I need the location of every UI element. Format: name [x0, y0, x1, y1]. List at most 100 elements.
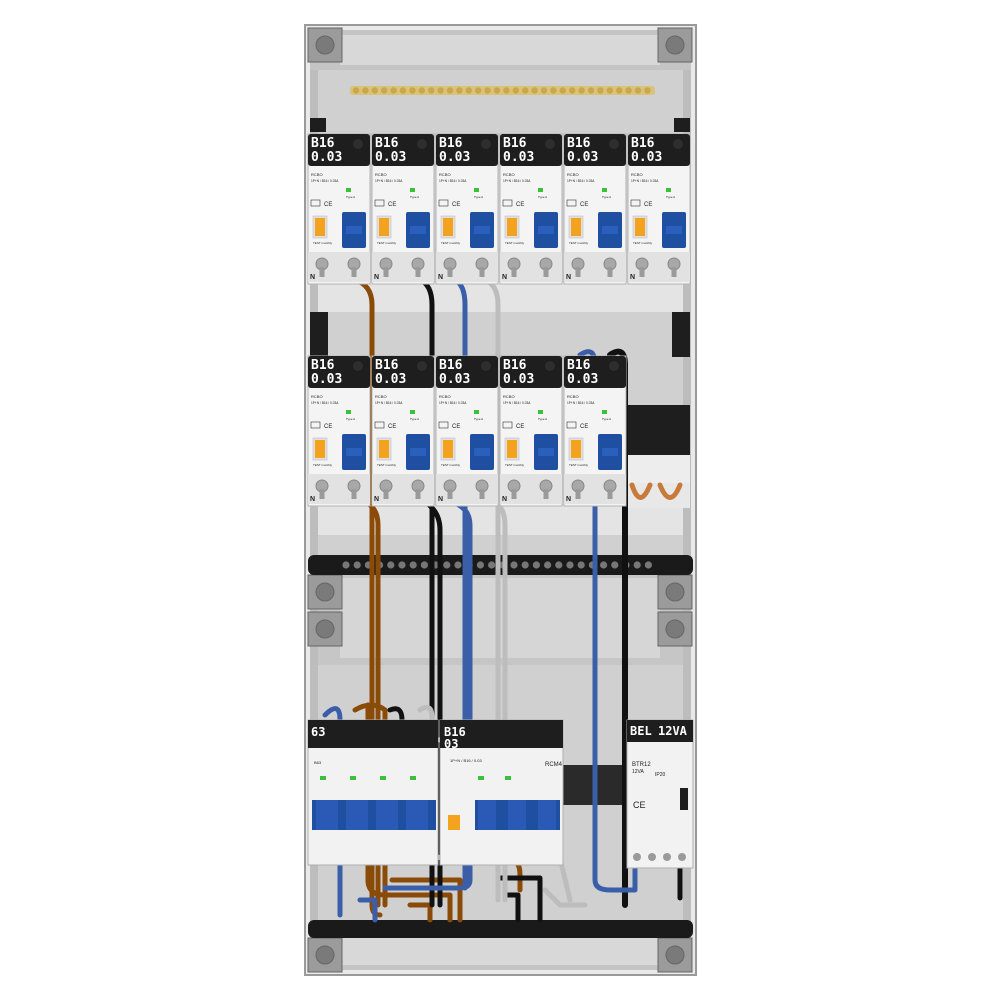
terminal-dot	[428, 87, 435, 94]
bell-indicator-icon	[680, 788, 688, 810]
terminal-dot	[476, 561, 484, 569]
rcbo-brand: TEST monthly	[505, 241, 524, 245]
neutral-terminal-label: N	[438, 274, 443, 281]
status-led-icon	[410, 188, 415, 192]
terminal-dot	[544, 561, 552, 569]
terminal-dot	[625, 87, 632, 94]
main-switch[interactable]: 63 B63	[307, 719, 439, 866]
terminal-dot	[510, 561, 518, 569]
rcbo-rating: B16	[439, 358, 463, 373]
earth-busbar	[350, 86, 655, 95]
ce-mark-icon: CE	[452, 202, 460, 208]
terminal-dot	[532, 561, 541, 569]
rcbo-model: RCBO	[439, 172, 451, 177]
rcbo-model: RCBO	[375, 394, 387, 399]
status-led-icon	[538, 410, 543, 414]
neutral-terminal-label: N	[374, 274, 379, 281]
terminal-dot	[503, 87, 510, 94]
terminal-dot	[578, 87, 585, 94]
rcbo-type: Type A	[602, 195, 611, 199]
terminal-dot	[606, 87, 613, 94]
cert-mark-icon	[566, 421, 577, 429]
rcm-sensitivity: 03	[444, 737, 458, 751]
terminal-dot	[446, 87, 454, 94]
rcbo-model: RCBO	[567, 172, 579, 177]
terminal-dot	[420, 561, 428, 569]
neutral-terminal-label: N	[566, 496, 571, 503]
test-button[interactable]	[443, 218, 453, 236]
status-led-icon	[602, 188, 607, 192]
test-button[interactable]	[315, 440, 325, 458]
rcbo-model: RCBO	[311, 394, 323, 399]
rcbo-spec: 1P+N / B16 / 0.03A	[631, 179, 659, 183]
terminal-dot	[521, 561, 529, 569]
bell-voltage: 12VA	[658, 724, 688, 738]
cert-mark-icon	[438, 199, 449, 207]
terminal-dot	[381, 87, 388, 94]
screw-icon	[657, 937, 693, 973]
terminal-dot	[409, 561, 417, 569]
test-button[interactable]	[315, 218, 325, 236]
rcbo-rating: B16	[439, 136, 463, 151]
mounting-screws	[307, 27, 693, 973]
test-button[interactable]	[507, 218, 517, 236]
terminal-dot	[398, 561, 406, 569]
rcbo-model: RCBO	[567, 394, 579, 399]
terminal-dot	[387, 561, 395, 569]
test-button[interactable]	[571, 440, 581, 458]
test-button[interactable]	[507, 440, 517, 458]
terminal-dot	[597, 87, 604, 94]
terminal-dot	[390, 87, 397, 94]
status-led-icon	[666, 188, 671, 192]
cert-mark-icon	[310, 199, 321, 207]
status-led-icon	[474, 188, 479, 192]
test-button[interactable]	[443, 440, 453, 458]
terminal-dot	[611, 561, 619, 569]
rcbo-type: Type A	[410, 417, 419, 421]
rcbo-rating: B16	[311, 358, 335, 373]
test-button[interactable]	[379, 218, 389, 236]
terminal-dot	[587, 87, 595, 94]
rcbo-type: Type A	[346, 195, 355, 199]
test-button[interactable]	[571, 218, 581, 236]
screw-icon	[307, 937, 343, 973]
cert-mark-icon	[566, 199, 577, 207]
test-button[interactable]	[379, 440, 389, 458]
rcbo-spec: 1P+N / B16 / 0.03A	[311, 401, 339, 405]
rcm4-device[interactable]: B16 03 RCM4 1P+N / B16 / 0.03	[439, 719, 564, 866]
status-led-icon	[346, 188, 351, 192]
terminal-dot	[371, 87, 378, 94]
status-led-icon	[602, 410, 607, 414]
rcbo-sensitivity: 0.03	[439, 372, 470, 387]
bell-transformer[interactable]: BEL 12VA BTR12 12VA IP20 CE	[626, 719, 694, 869]
rcbo-spec: 1P+N / B16 / 0.03A	[503, 401, 531, 405]
main-switch-model: B63	[314, 760, 322, 765]
rcbo-type: Type A	[602, 417, 611, 421]
ce-mark-icon: CE	[644, 202, 652, 208]
rcbo-model: RCBO	[503, 394, 515, 399]
rcbo-type: Type A	[538, 417, 547, 421]
ce-mark-icon: CE	[516, 202, 524, 208]
comb-busbar-covers	[310, 312, 690, 508]
screw-icon	[307, 611, 343, 647]
terminal-dot	[475, 87, 482, 94]
rcbo-spec: 1P+N / B16 / 0.03A	[375, 401, 403, 405]
terminal-dot	[352, 87, 360, 94]
test-button[interactable]	[635, 218, 645, 236]
neutral-terminal-label: N	[630, 274, 635, 281]
rcbo-sensitivity: 0.03	[567, 150, 598, 165]
cert-mark-icon	[630, 199, 641, 207]
terminal-dot	[555, 561, 563, 569]
rcbo-spec: 1P+N / B16 / 0.03A	[439, 401, 467, 405]
